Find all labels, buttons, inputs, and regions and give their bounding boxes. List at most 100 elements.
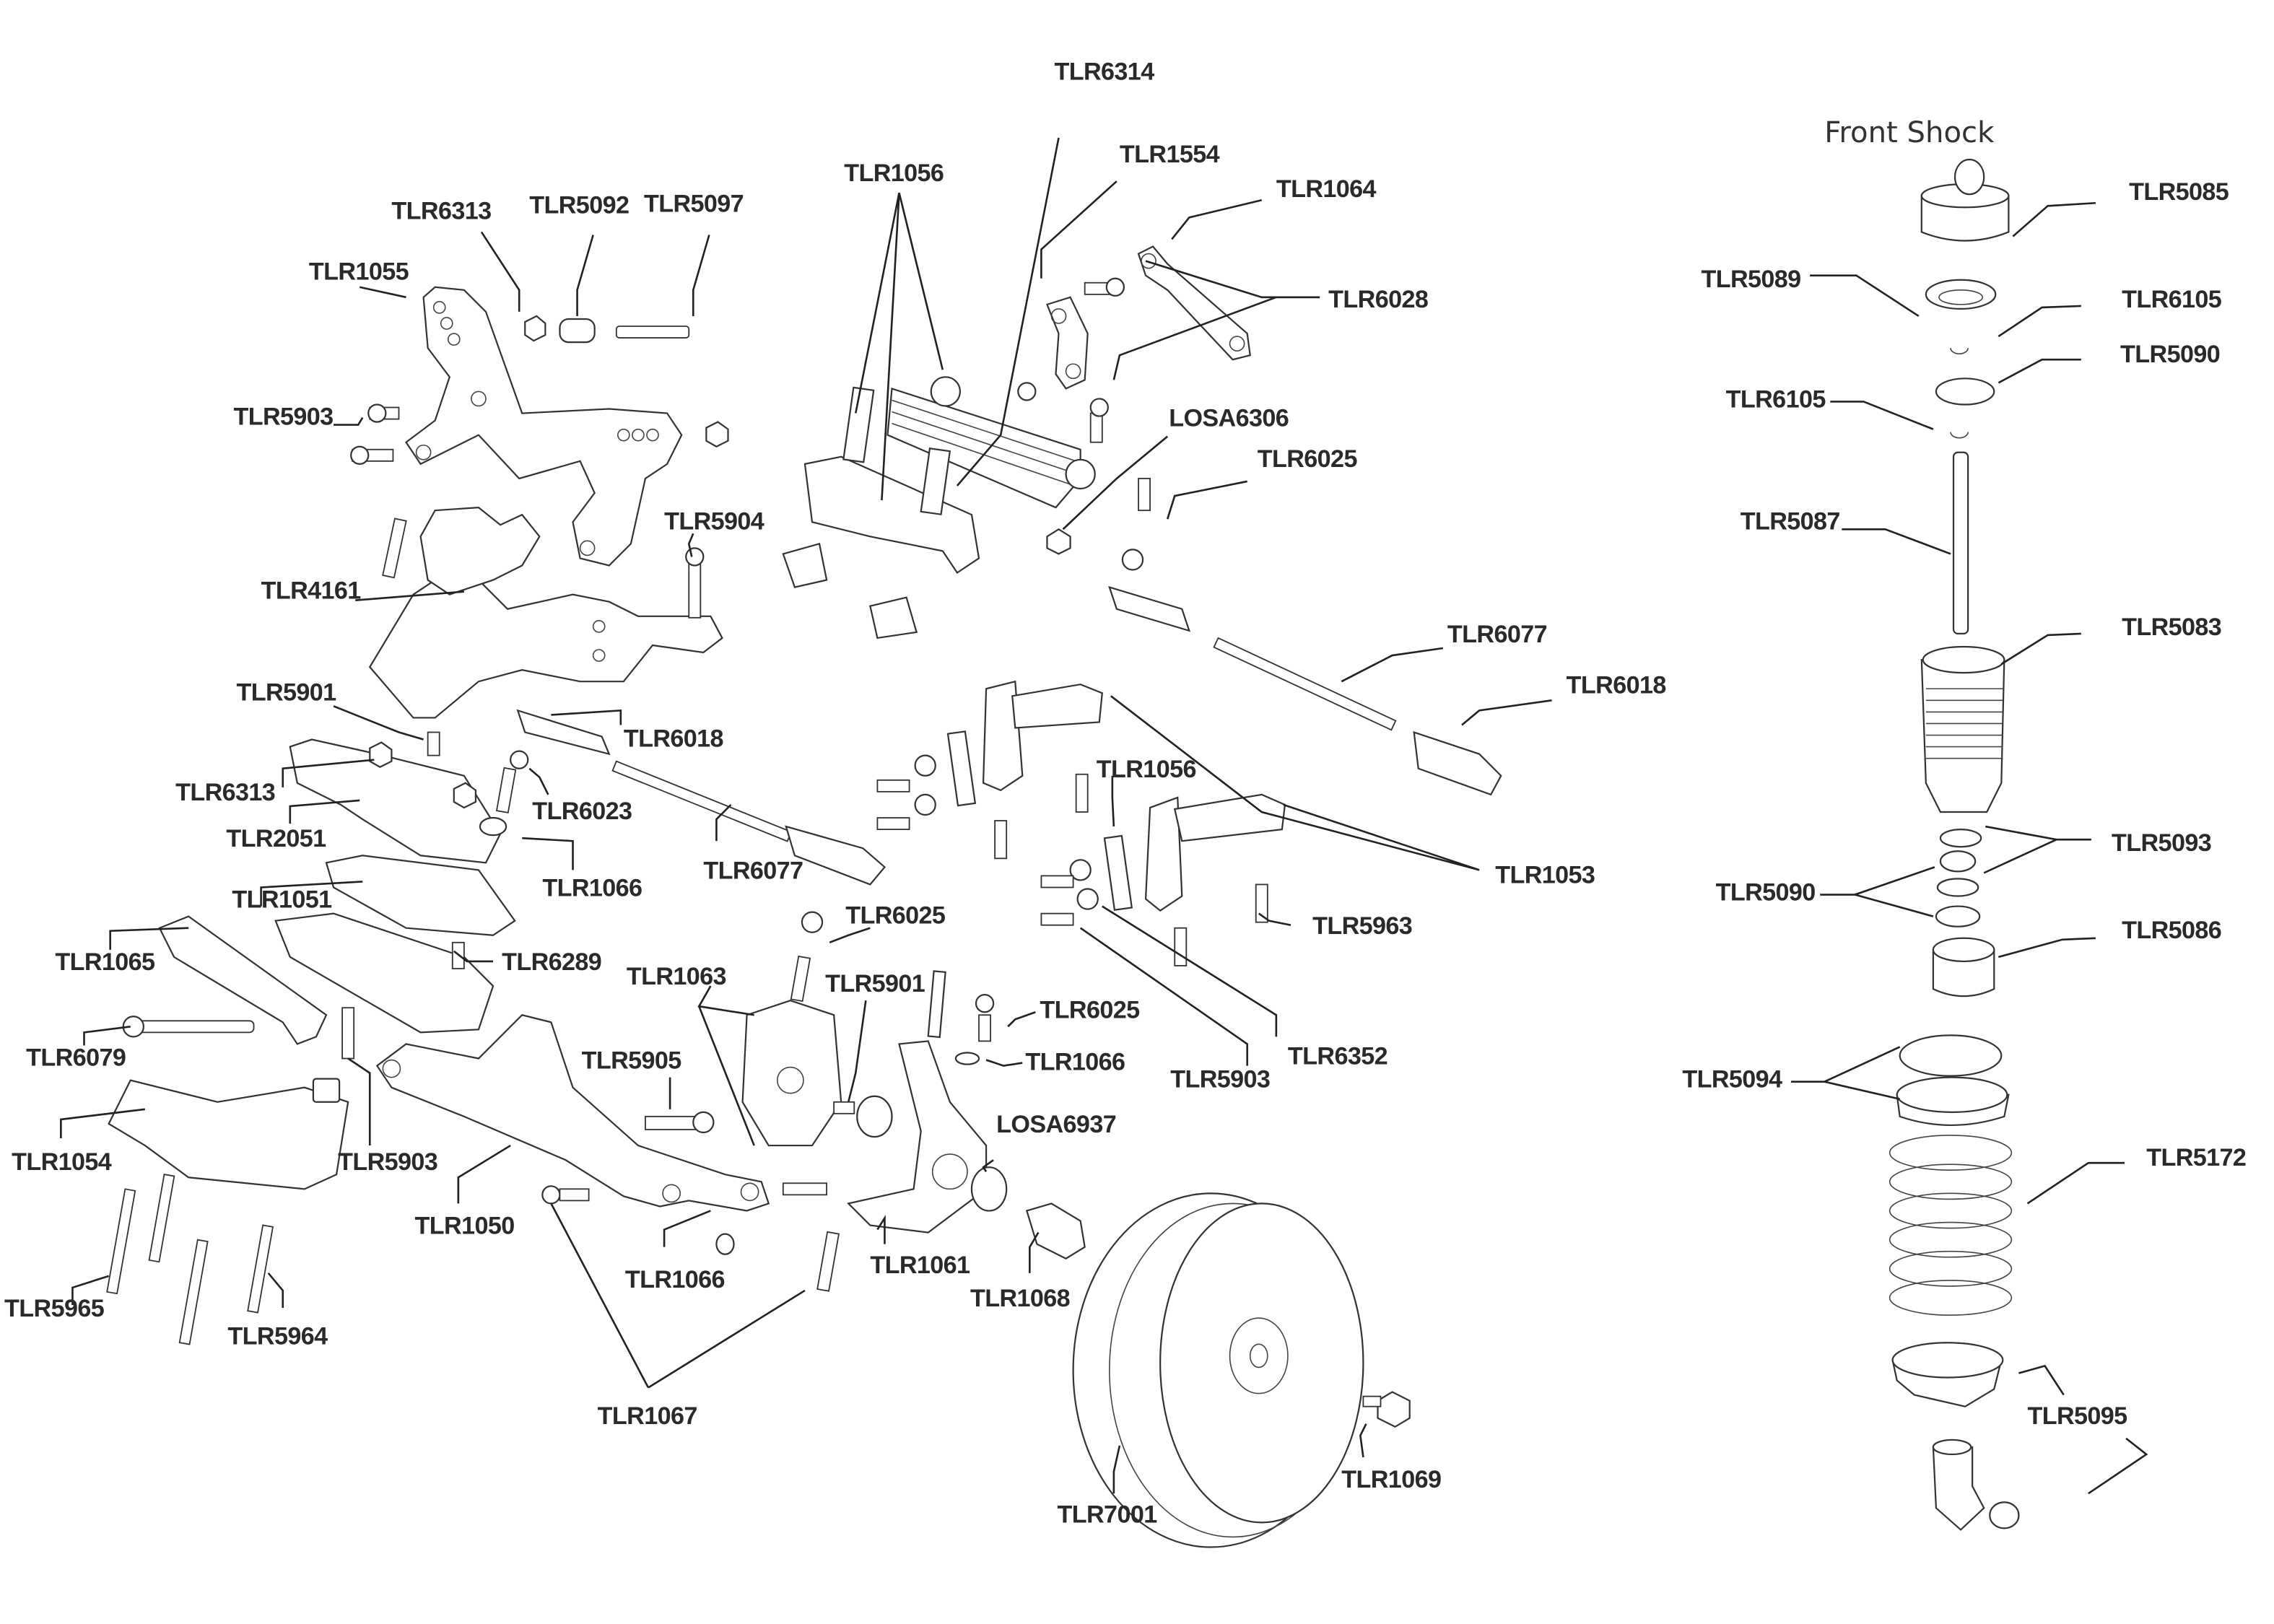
part-label: TLR5964 — [227, 1322, 328, 1350]
leader-lines — [60, 137, 2148, 1495]
part-label: TLR1055 — [309, 258, 409, 286]
part-label: TLR1054 — [12, 1148, 112, 1176]
part-label: TLR6025 — [1258, 445, 1358, 473]
part-label: TLR6077 — [1447, 621, 1547, 648]
part-drawings — [106, 245, 1502, 1548]
part-turnbuckle — [1213, 637, 1397, 731]
part-label: TLR7001 — [1058, 1501, 1158, 1528]
part-label: TLR5903 — [233, 403, 333, 431]
shock-oring — [1939, 829, 1982, 848]
shock-part-label: TLR5094 — [1682, 1066, 1782, 1093]
part-label: TLR1053 — [1495, 861, 1595, 889]
shock-part-label: TLR5093 — [2112, 829, 2211, 857]
part-label: TLR1050 — [415, 1213, 515, 1240]
shock-part-label: TLR5089 — [1701, 266, 1800, 293]
part-arm-mount — [289, 738, 502, 864]
part-steering-knuckle — [847, 1040, 988, 1234]
part-wheel-hex — [1025, 1202, 1086, 1260]
part-caster-block — [741, 999, 842, 1147]
part-label: LOSA6306 — [1169, 405, 1289, 432]
part-labels: TLR6314 TLR1554 TLR1064 TLR1056 TLR6028 … — [4, 58, 1666, 1528]
front-shock-labels: TLR5085 TLR5089 TLR6105 TLR5090 TLR6105 … — [1682, 178, 2247, 1430]
shock-spring — [1889, 1135, 2013, 1316]
part-label: TLR5097 — [644, 190, 744, 217]
part-label: TLR1056 — [1097, 756, 1196, 783]
shock-collar — [1899, 1034, 2003, 1077]
part-label: TLR5903 — [1170, 1066, 1270, 1093]
part-bearing — [856, 1095, 893, 1138]
part-label: TLR5092 — [529, 191, 629, 219]
part-label: TLR1069 — [1341, 1466, 1441, 1493]
part-label: TLR5965 — [4, 1295, 105, 1322]
front-shock-drawings — [1889, 158, 2020, 1531]
part-label: TLR1066 — [625, 1266, 725, 1293]
part-label: TLR1068 — [970, 1285, 1070, 1312]
shock-part-label: TLR5087 — [1741, 507, 1840, 535]
part-label: TLR5963 — [1312, 912, 1412, 940]
part-shock-tower — [405, 286, 683, 567]
part-label: LOSA6937 — [996, 1111, 1116, 1138]
part-label: TLR5905 — [582, 1047, 682, 1075]
part-label: TLR6313 — [175, 779, 275, 806]
part-label: TLR4161 — [261, 577, 362, 605]
shock-part-label: TLR5083 — [2122, 614, 2221, 641]
shock-part-label: TLR5172 — [2146, 1144, 2246, 1171]
part-front-bumper — [108, 1079, 349, 1190]
part-label: TLR6018 — [1567, 671, 1666, 699]
part-label: TLR6352 — [1288, 1043, 1388, 1070]
part-flat-head-screw — [106, 1188, 136, 1295]
part-bumper-brace — [158, 915, 328, 1045]
part-lower-arm — [375, 1014, 770, 1212]
part-label: TLR1064 — [1276, 175, 1377, 203]
part-label: TLR6079 — [26, 1044, 126, 1072]
shock-part-label: TLR5090 — [1716, 879, 1816, 907]
part-label: TLR1063 — [627, 963, 726, 990]
part-label: TLR6028 — [1328, 286, 1428, 313]
part-label: TLR6025 — [1040, 996, 1140, 1023]
part-bulkhead — [368, 579, 723, 719]
shock-cartridge — [1932, 948, 1995, 997]
part-label: TLR6023 — [532, 798, 632, 825]
part-label: TLR6289 — [502, 948, 601, 976]
shock-part-label: TLR5095 — [2027, 1402, 2127, 1430]
part-chassis-brace — [886, 387, 1081, 509]
shock-shaft — [1952, 451, 1969, 635]
part-label: TLR6314 — [1054, 58, 1154, 85]
part-label: TLR1554 — [1120, 141, 1220, 168]
shock-part-label: TLR6105 — [2122, 286, 2222, 313]
part-label: TLR1061 — [870, 1252, 970, 1279]
part-label: TLR1067 — [598, 1402, 697, 1430]
part-label: TLR1056 — [844, 160, 944, 187]
shock-body-threads — [1925, 688, 2003, 759]
shock-eclip — [1950, 348, 1969, 354]
part-rod-end — [1108, 585, 1191, 632]
shock-part-label: TLR6105 — [1726, 386, 1826, 414]
part-wheel-nut — [1377, 1391, 1411, 1428]
part-label: TLR1066 — [542, 875, 642, 902]
shock-part-label: TLR5085 — [2129, 178, 2229, 206]
shock-piston — [1935, 377, 1995, 406]
part-label: TLR6025 — [845, 902, 946, 930]
part-label: TLR5901 — [825, 970, 925, 997]
part-label: TLR1066 — [1025, 1049, 1125, 1076]
front-shock-title: Front Shock — [1824, 116, 1995, 149]
shock-rod-end — [1932, 1446, 1985, 1531]
part-drag-link — [1137, 245, 1251, 361]
part-label: TLR6313 — [391, 197, 491, 224]
part-label: TLR1065 — [55, 948, 155, 976]
part-label: TLR1051 — [232, 886, 332, 914]
part-ball-stud — [615, 326, 690, 339]
part-label: TLR2051 — [226, 825, 326, 852]
shock-body — [1920, 658, 2005, 813]
part-label: TLR5901 — [236, 678, 336, 706]
shock-part-label: TLR5090 — [2120, 341, 2220, 368]
part-label: TLR6018 — [624, 725, 723, 753]
shock-cap — [1920, 195, 2010, 242]
shock-part-label: TLR5086 — [2122, 917, 2221, 944]
part-label: TLR5904 — [664, 507, 764, 535]
part-label: TLR5903 — [338, 1148, 437, 1176]
part-bushing — [559, 318, 596, 344]
part-label: TLR6077 — [703, 857, 803, 884]
part-nut — [524, 315, 546, 342]
